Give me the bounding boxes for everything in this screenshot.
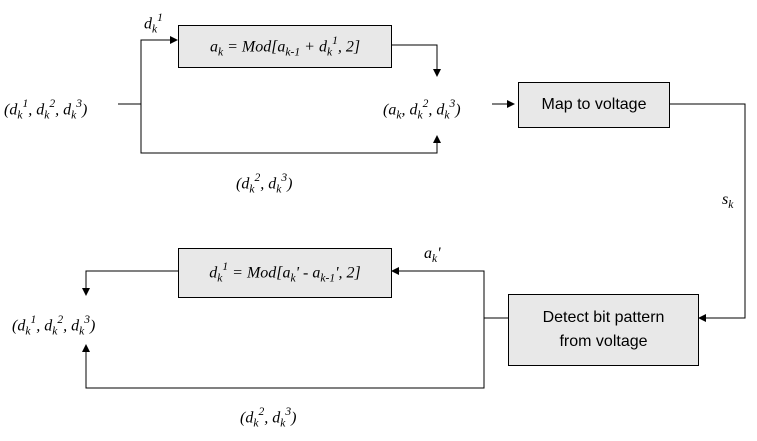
output-bypass-label: (dk2, dk3) <box>240 406 297 430</box>
channel-arrow <box>670 103 746 322</box>
detect-line-1: Detect bit pattern <box>542 309 665 326</box>
channel-label: sk <box>722 191 734 212</box>
top-branch-arrow <box>140 36 178 104</box>
output-bypass-arrow <box>82 318 485 389</box>
detect-bit-pattern-box: Detect bit pattern from voltage <box>508 294 699 366</box>
output-tuple-label: (dk1, dk2, dk3) <box>12 314 96 338</box>
top-branch-label: dk1 <box>144 12 163 36</box>
input-tuple-label: (dk1, dk2, dk3) <box>4 98 88 122</box>
bypass-label: (dk2, dk3) <box>236 172 293 196</box>
detect-bit-pattern-label: Detect bit pattern from voltage <box>543 306 665 354</box>
encoder-formula: ak = Mod[ak-1 + dk1, 2] <box>209 34 361 59</box>
map-to-voltage-box: Map to voltage <box>518 82 670 128</box>
detect-line-2: from voltage <box>559 333 648 350</box>
merged-tuple-label: (ak, dk2, dk3) <box>383 98 461 122</box>
decoder-output-arrow <box>82 270 178 296</box>
detected-label: ak' <box>424 245 441 266</box>
encoder-box: ak = Mod[ak-1 + dk1, 2] <box>178 25 392 68</box>
decoder-box: dk1 = Mod[ak' - ak-1', 2] <box>178 248 392 298</box>
map-to-voltage-label: Map to voltage <box>541 96 647 113</box>
bypass-arrow <box>140 104 441 154</box>
encoder-output-arrow <box>392 44 441 77</box>
decoder-formula: dk1 = Mod[ak' - ak-1', 2] <box>209 261 361 285</box>
detected-arrow <box>391 267 508 319</box>
